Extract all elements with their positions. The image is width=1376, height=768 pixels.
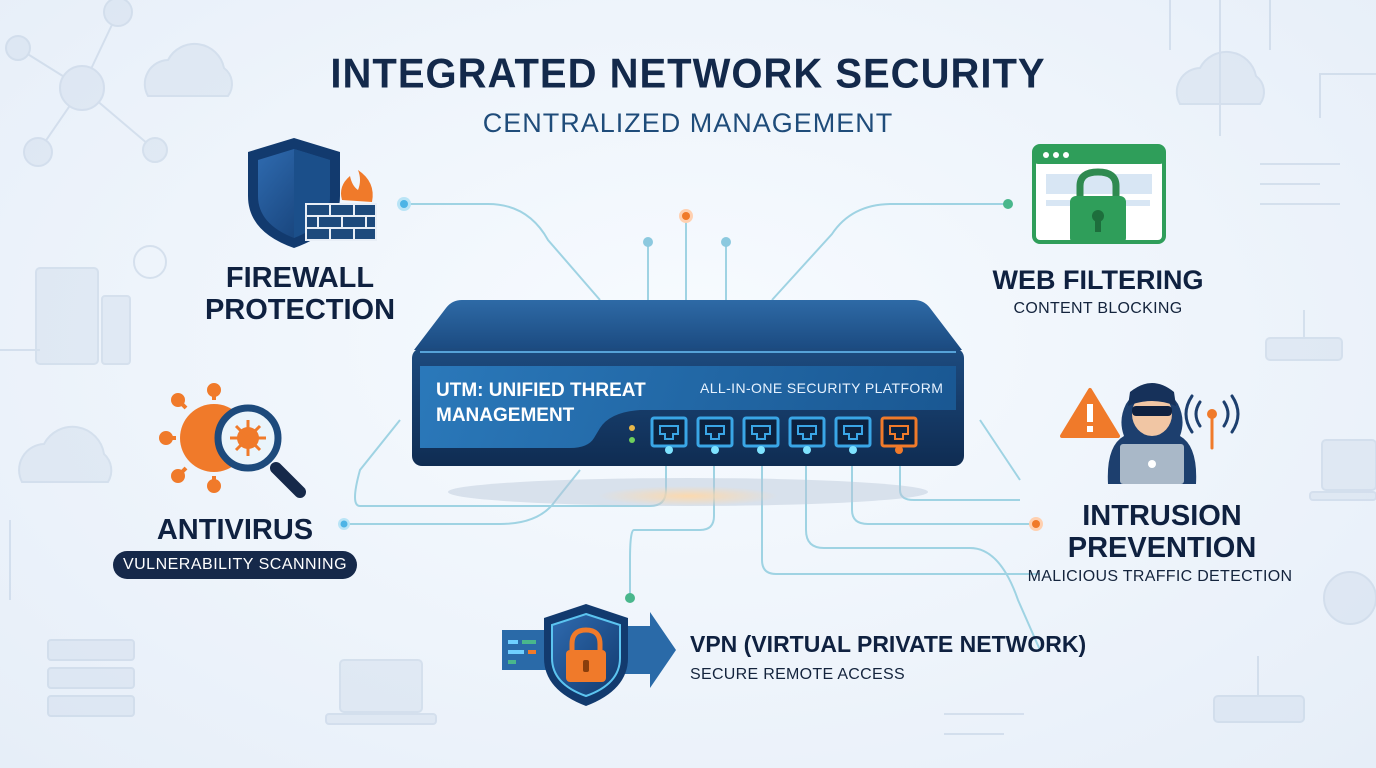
antivirus-subtitle-badge: VULNERABILITY SCANNING [113,551,357,579]
gear-icon [1323,571,1376,625]
web-filtering-subtitle: CONTENT BLOCKING [1013,300,1183,317]
connector-nodes [338,197,1043,603]
utm-appliance [412,300,964,506]
ethernet-port [696,416,734,454]
ethernet-port [788,416,826,454]
cloud-icon [143,42,233,97]
globe-icon [133,245,167,279]
cloud-icon [18,425,113,483]
shield-firewall-icon [248,138,377,248]
utm-port-group [650,416,918,454]
utm-title-line1: UTM: UNIFIED THREAT [436,380,646,401]
firewall-label-line1: FIREWALL [225,262,375,294]
warning-icon [1060,388,1120,438]
intrusion-label: INTRUSION PREVENTION [1030,500,1294,564]
page-title: INTEGRATED NETWORK SECURITY [330,50,1046,98]
utm-tagline: ALL-IN-ONE SECURITY PLATFORM [700,380,944,396]
web-filtering-title: WEB FILTERING [992,265,1204,295]
server-icon [35,267,131,365]
padlock-browser-icon [1032,144,1166,244]
firewall-label-line2: PROTECTION [204,294,396,326]
virus-magnifier-icon [159,383,306,498]
page-subtitle: CENTRALIZED MANAGEMENT [482,108,894,138]
intrusion-label-line2: PREVENTION [1067,532,1257,564]
utm-banner [420,366,956,448]
hacker-icon [1107,383,1197,484]
firewall-label: FIREWALL PROTECTION [190,262,410,326]
server-rack-icon [47,639,135,717]
ethernet-port [650,416,688,454]
utm-title-line2: MANAGEMENT [436,405,575,426]
antivirus-title: ANTIVIRUS [156,514,314,546]
laptop-icon [325,659,437,725]
cloud-icon [1175,50,1265,105]
vpn-subtitle: SECURE REMOTE ACCESS [690,666,905,683]
vpn-title: VPN (VIRTUAL PRIVATE NETWORK) [690,631,1087,657]
ethernet-port [742,416,780,454]
circuit-lines [0,0,1376,735]
utm-title: UTM: UNIFIED THREAT MANAGEMENT [436,378,646,428]
ethernet-port [834,416,872,454]
laptop-icon [1309,439,1376,501]
wireless-signal-icon [1184,394,1240,450]
intrusion-label-line1: INTRUSION [1082,500,1242,532]
ethernet-port [880,416,918,454]
background-network-decor [0,0,1376,735]
router-icon [1265,310,1343,361]
network-node-icon [5,0,168,167]
vpn-shield-icon [502,604,676,706]
intrusion-subtitle: MALICIOUS TRAFFIC DETECTION [1027,568,1293,585]
router-icon [1213,656,1305,723]
